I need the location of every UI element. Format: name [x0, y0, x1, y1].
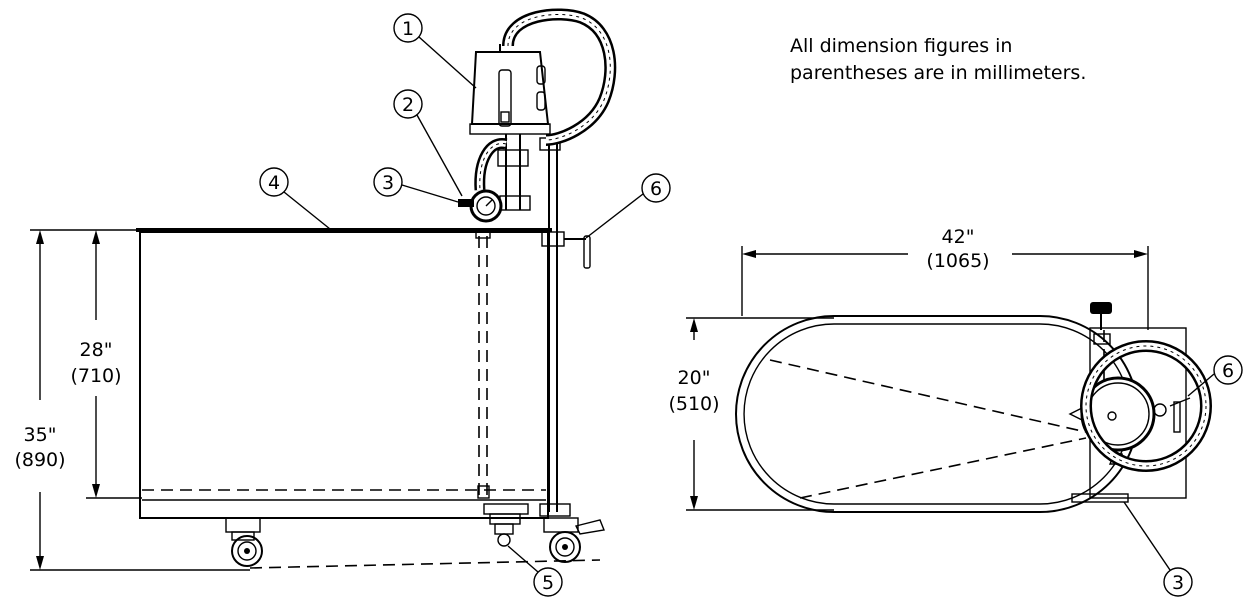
svg-text:3: 3	[1172, 572, 1184, 594]
callout-6-top: 6	[1187, 355, 1243, 397]
units-note: All dimension figures in parentheses are…	[790, 33, 1086, 87]
handle-top	[1153, 397, 1191, 433]
pump-base-top	[1071, 493, 1129, 503]
dim-width-mm: (510)	[668, 393, 719, 415]
dim-tank-height: 28" (710)	[70, 230, 142, 499]
pump-motor	[469, 44, 551, 135]
discharge-hose	[502, 8, 617, 146]
drain-valve	[483, 503, 529, 547]
callout-3: 3	[373, 167, 459, 203]
dim-length: 42" (1065)	[741, 226, 1149, 330]
floor-line	[249, 559, 601, 569]
pressure-gauge	[458, 189, 503, 223]
dim-length-inch: 42"	[942, 226, 975, 248]
tank-inner-outline-top	[743, 323, 1131, 505]
dim-width-inch: 20"	[678, 367, 711, 389]
callout-6: 6	[585, 173, 671, 239]
dim-overall-height-inch: 35"	[24, 424, 57, 446]
callout-1: 1	[393, 13, 477, 89]
lock-handle	[564, 235, 591, 269]
side-view: 35" (890) 28" (710) 1 2 3	[14, 8, 671, 597]
dim-width: 20" (510)	[668, 317, 834, 511]
valve-knob-top	[1090, 302, 1112, 345]
callout-3-top: 3	[1123, 501, 1193, 597]
callout-2: 2	[393, 89, 463, 197]
svg-text:4: 4	[268, 172, 280, 194]
front-caster	[225, 517, 263, 567]
callout-4: 4	[259, 167, 331, 230]
dim-length-mm: (1065)	[926, 250, 989, 272]
svg-text:3: 3	[382, 172, 394, 194]
dim-overall-height: 35" (890)	[14, 229, 250, 571]
svg-text:2: 2	[402, 94, 414, 116]
svg-text:6: 6	[650, 178, 662, 200]
dim-tank-height-inch: 28"	[80, 339, 113, 361]
svg-text:5: 5	[542, 572, 554, 594]
suction-hose	[474, 138, 508, 191]
dim-tank-height-mm: (710)	[70, 365, 121, 387]
units-note-line-2: parentheses are in millimeters.	[790, 62, 1087, 84]
dim-overall-height-mm: (890)	[14, 449, 65, 471]
hose-loop-top	[1080, 340, 1212, 472]
rear-caster	[543, 517, 605, 563]
units-note-line-1: All dimension figures in	[790, 35, 1013, 57]
tank-outline-top	[735, 315, 1139, 513]
svg-text:1: 1	[402, 18, 414, 40]
callout-5: 5	[507, 545, 563, 597]
top-view: 42" (1065) 20" (510) 6 3	[668, 226, 1243, 597]
svg-text:6: 6	[1222, 360, 1234, 382]
